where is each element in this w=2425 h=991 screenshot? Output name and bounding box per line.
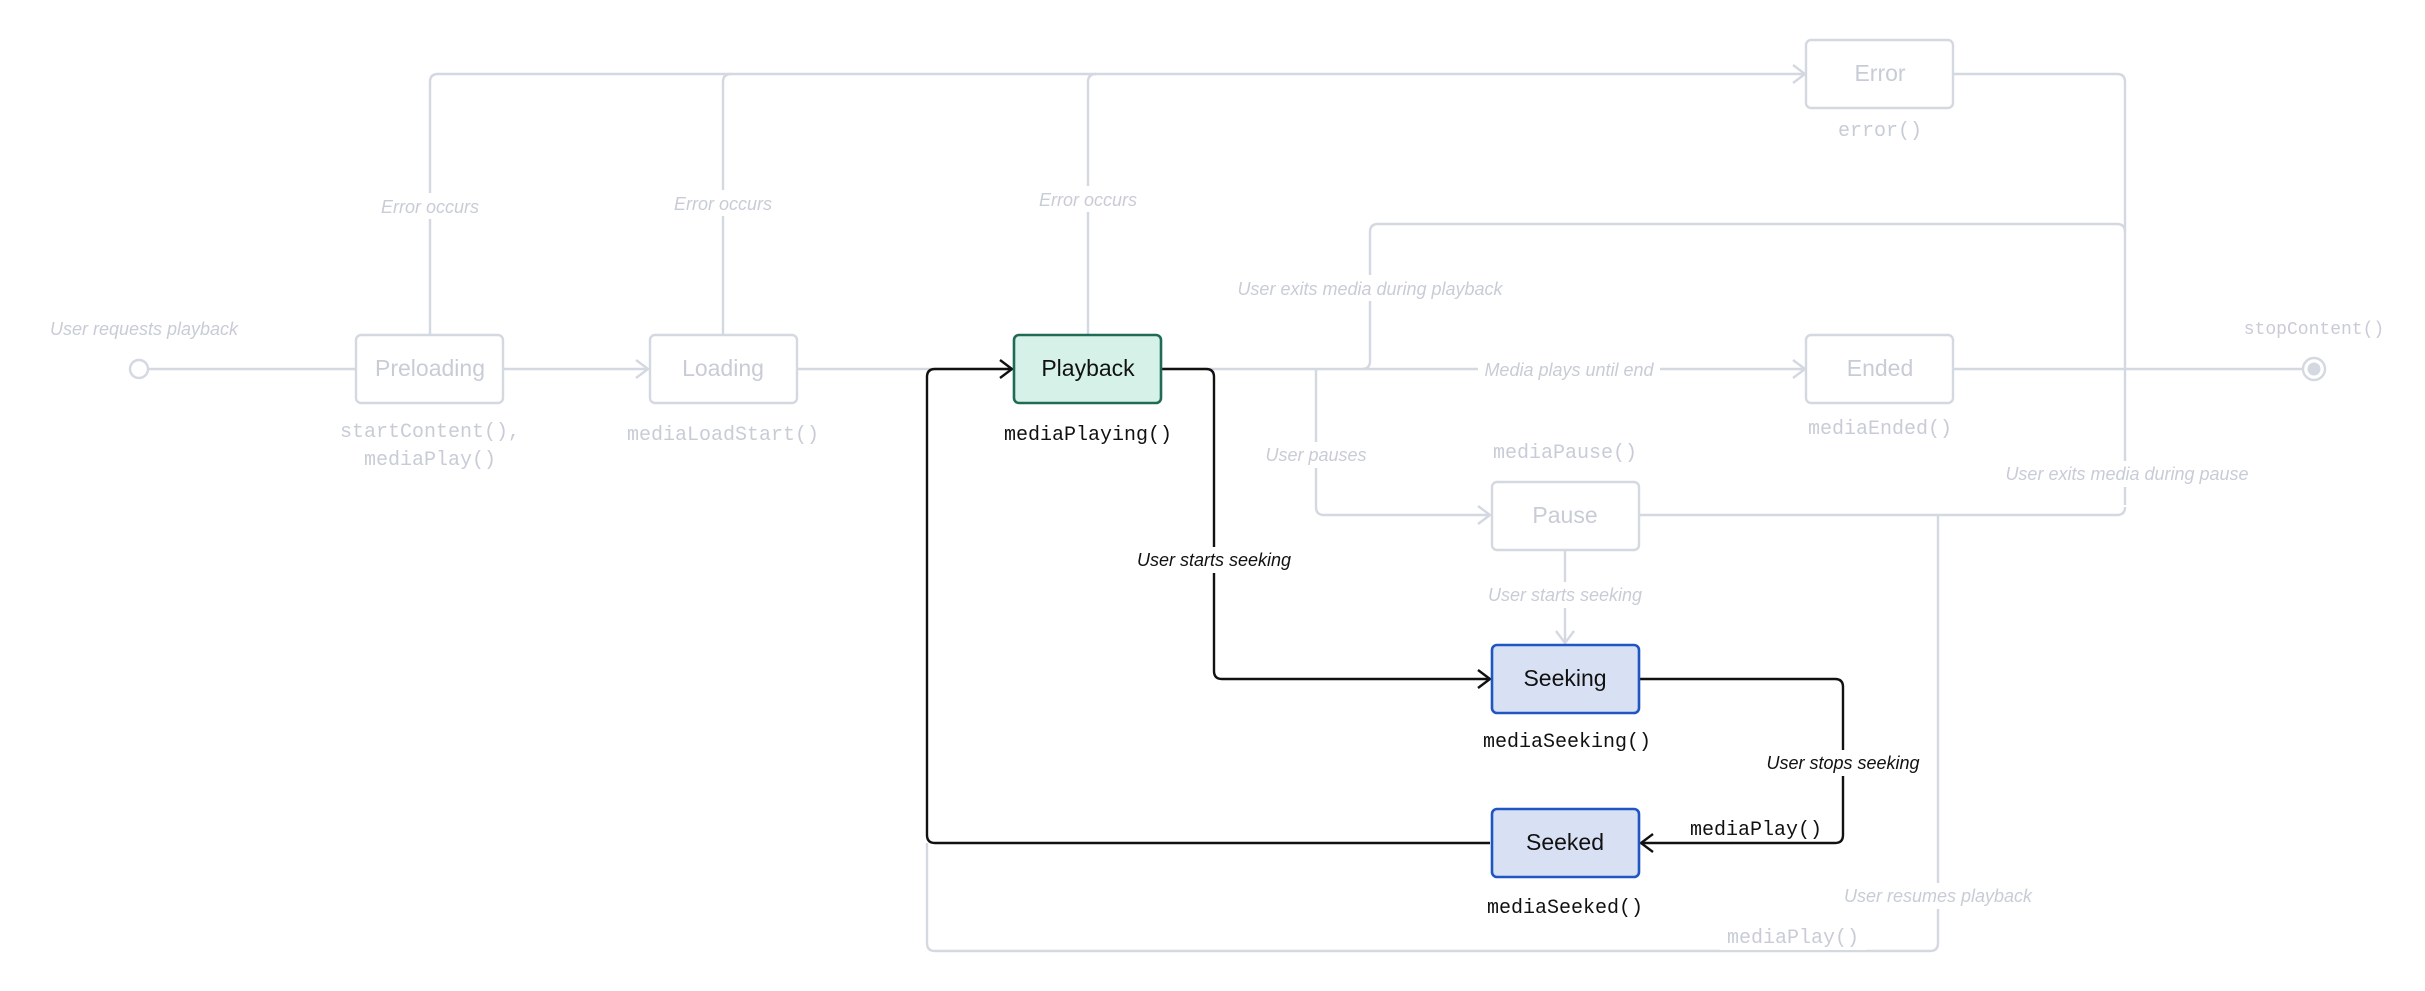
edge-playback-to-seeking (1160, 367, 1490, 679)
label-resumes-playback-fn: mediaPlay() (1720, 924, 1866, 950)
edge-playback-error (1086, 72, 1097, 334)
label-pause-start-seeking: User starts seeking (1483, 582, 1647, 608)
state-pause-label: Pause (1532, 502, 1597, 528)
svg-text:User exits media during playba: User exits media during playback (1237, 279, 1503, 299)
label-plays-until-end: Media plays until end (1478, 357, 1660, 383)
svg-text:Error occurs: Error occurs (1039, 190, 1137, 210)
label-user-pauses: User pauses (1262, 442, 1370, 468)
svg-text:User pauses: User pauses (1265, 445, 1366, 465)
label-exit-during-pause: User exits media during pause (1997, 461, 2257, 487)
edge-pause-resumes-playback (925, 515, 1940, 953)
svg-text:User exits media during pause: User exits media during pause (2005, 464, 2248, 484)
svg-text:User stops seeking: User stops seeking (1766, 753, 1919, 773)
edge-exit-during-pause (1638, 506, 2127, 517)
state-preloading: Preloading (354, 333, 505, 405)
seeking-fn: mediaSeeking() (1483, 731, 1651, 754)
error-fn: error() (1838, 120, 1922, 143)
state-error-label: Error (1854, 60, 1905, 86)
end-terminal-dot (2307, 362, 2321, 376)
state-loading-label: Loading (682, 355, 764, 381)
svg-text:mediaPlay(): mediaPlay() (1727, 927, 1859, 950)
state-playback: Playback (1012, 333, 1163, 405)
end-terminal-label: stopContent() (2244, 320, 2384, 340)
state-pause: Pause (1490, 480, 1641, 552)
start-terminal (128, 358, 150, 380)
svg-text:User resumes playback: User resumes playback (1844, 886, 2033, 906)
state-error: Error (1804, 38, 1955, 110)
edge-seeked-to-playback (925, 369, 1490, 845)
label-stops-seeking-fn: mediaPlay() (1690, 819, 1822, 842)
svg-text:Media plays until end: Media plays until end (1484, 360, 1654, 380)
label-error-preloading: Error occurs (370, 193, 490, 219)
edge-loading-error (721, 72, 732, 334)
edge-playback-to-pause (1314, 369, 1490, 515)
state-preloading-label: Preloading (375, 355, 485, 381)
svg-text:Error occurs: Error occurs (381, 197, 479, 217)
label-playback-start-seeking: User starts seeking (1130, 547, 1298, 573)
svg-text:User starts seeking: User starts seeking (1137, 550, 1291, 570)
playback-fn: mediaPlaying() (1004, 424, 1172, 447)
preloading-fn-1: startContent(), (340, 421, 520, 444)
state-seeking-label: Seeking (1523, 665, 1606, 691)
svg-text:Error occurs: Error occurs (674, 194, 772, 214)
label-error-playback: Error occurs (1028, 186, 1148, 212)
label-resumes-playback: User resumes playback (1838, 883, 2038, 909)
state-ended: Ended (1804, 333, 1955, 405)
state-playback-label: Playback (1041, 355, 1135, 381)
edge-error-to-end (1952, 72, 2127, 505)
start-terminal-label: User requests playback (50, 319, 239, 339)
state-loading: Loading (648, 333, 799, 405)
label-error-loading: Error occurs (663, 190, 783, 216)
state-ended-label: Ended (1847, 355, 1914, 381)
state-seeking: Seeking (1490, 643, 1641, 715)
label-exit-during-playback: User exits media during playback (1226, 275, 1514, 301)
state-seeked-label: Seeked (1526, 829, 1604, 855)
state-seeked: Seeked (1490, 807, 1641, 879)
loading-fn: mediaLoadStart() (627, 424, 819, 447)
svg-text:User starts seeking: User starts seeking (1488, 585, 1642, 605)
preloading-fn-2: mediaPlay() (364, 449, 496, 472)
edge-preloading-error (428, 74, 1805, 334)
seeked-fn: mediaSeeked() (1487, 897, 1643, 920)
edge-exit-during-playback (1160, 222, 2127, 371)
ended-fn: mediaEnded() (1808, 418, 1952, 441)
pause-fn: mediaPause() (1493, 442, 1637, 465)
label-stops-seeking: User stops seeking (1760, 750, 1926, 776)
